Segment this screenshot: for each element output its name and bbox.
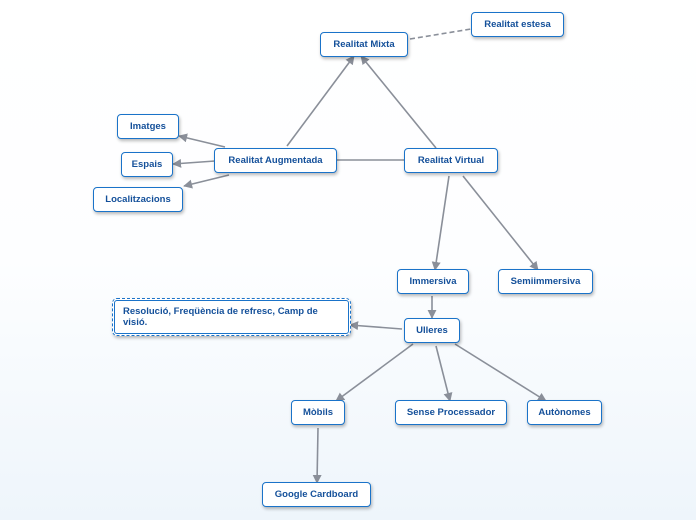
edge-ulleres-to-autonomes [454,343,547,402]
edge-mixta-to-estesa [409,28,472,40]
edge-ulleres-to-mobils [335,343,414,402]
node-imatges[interactable]: Imatges [117,114,179,139]
node-realitat-estesa[interactable]: Realitat estesa [471,12,564,37]
edge-augmentada-to-localitzacions [183,174,230,189]
node-localitzacions[interactable]: Localitzacions [93,187,183,212]
node-ulleres[interactable]: Ulleres [404,318,460,343]
edge-virtual-to-immersiva [431,175,450,271]
node-mobils[interactable]: Mòbils [291,400,345,425]
edge-virtual-to-mixta [360,55,437,149]
edge-augmentada-to-mixta [286,55,355,147]
edge-mobils-to-google-cardboard [312,427,322,484]
edge-augmentada-to-imatges [178,133,226,148]
node-sense-processador[interactable]: Sense Processador [395,400,507,425]
node-immersiva[interactable]: Immersiva [397,269,469,294]
node-google-cardboard[interactable]: Google Cardboard [262,482,371,507]
edge-virtual-to-semiimmersiva [462,175,539,271]
node-semiimmersiva[interactable]: Semiimmersiva [498,269,593,294]
node-realitat-mixta[interactable]: Realitat Mixta [320,32,408,57]
node-realitat-virtual[interactable]: Realitat Virtual [404,148,498,173]
edge-ulleres-to-sense-processador [435,345,453,402]
node-realitat-augmentada[interactable]: Realitat Augmentada [214,148,337,173]
node-espais[interactable]: Espais [121,152,173,177]
node-autonomes[interactable]: Autònomes [527,400,602,425]
node-resolucio-note[interactable]: Resolució, Freqüència de refresc, Camp d… [112,298,351,336]
edge-ulleres-to-resolucio [349,321,403,331]
edge-augmentada-to-espais [172,158,216,168]
